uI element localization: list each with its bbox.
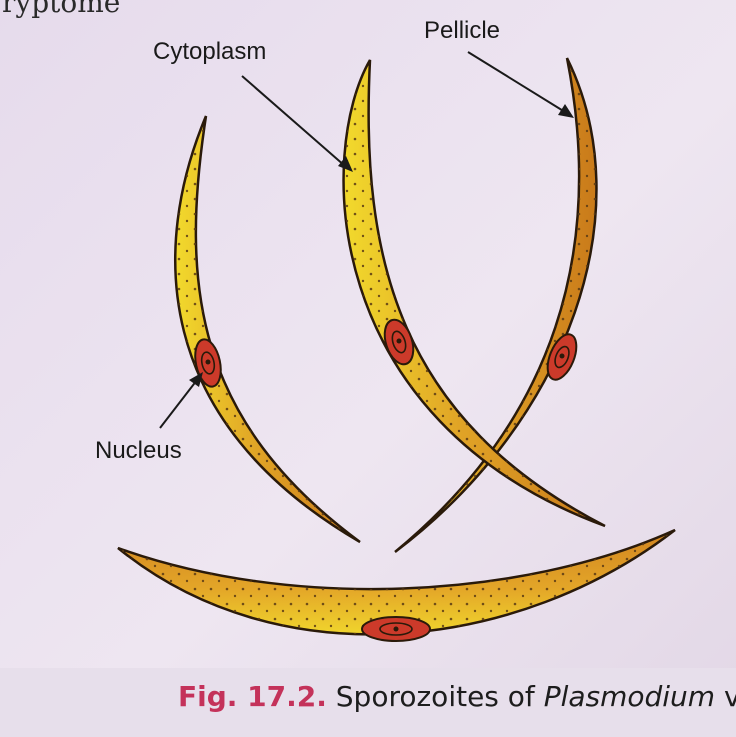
nucleus-label: Nucleus [95,437,182,465]
cytoplasm-label: Cytoplasm [153,38,266,66]
caption-species: Plasmodium [544,680,715,713]
pellicle-label: Pellicle [424,17,500,45]
caption-text-after: vivax. [724,680,736,713]
nucleus-bottom [362,617,430,641]
figure-number: Fig. 17.2. [178,680,327,713]
figure-caption: Fig. 17.2. Sporozoites of Plasmodium viv… [178,680,736,713]
header-text-fragment: ryptome [2,0,120,19]
caption-text-before: Sporozoites of [336,680,535,713]
